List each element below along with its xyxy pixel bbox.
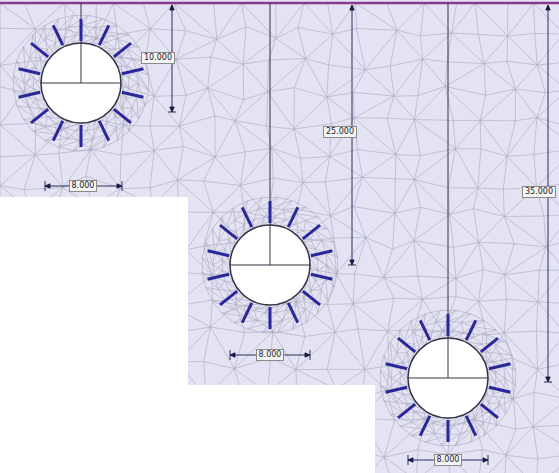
- depth-line: [81, 3, 82, 43]
- rock-bolt: [481, 404, 498, 418]
- rock-bolt: [53, 25, 63, 45]
- dimension-label: 10.000: [141, 52, 175, 64]
- rock-bolt: [208, 251, 230, 256]
- rock-bolt: [311, 274, 333, 279]
- tunnel-lining: [230, 225, 310, 305]
- rock-bolt: [420, 416, 430, 436]
- tunnel-lining: [408, 338, 488, 418]
- rock-bolt: [220, 225, 237, 239]
- dimension-label: 35.000: [522, 186, 556, 198]
- rock-bolt: [269, 201, 272, 223]
- dimension-label: 8.000: [256, 349, 285, 361]
- rock-bolt: [398, 338, 415, 352]
- rock-bolt: [80, 125, 83, 147]
- depth-line: [448, 3, 449, 338]
- dimensions: [45, 5, 552, 465]
- tunnel-axis: [270, 225, 271, 265]
- dimension-arrowhead: [230, 353, 235, 357]
- rock-bolt: [466, 416, 476, 436]
- rock-bolt: [242, 207, 252, 227]
- rock-bolt: [19, 69, 40, 74]
- rock-bolt: [311, 251, 333, 256]
- dimension-arrowhead: [170, 5, 174, 10]
- fine-mesh: [13, 15, 515, 445]
- rock-bolt: [386, 364, 408, 369]
- rock-bolt: [220, 291, 237, 305]
- rock-bolt: [53, 121, 63, 141]
- rock-bolt: [31, 43, 48, 57]
- rock-bolt: [208, 274, 230, 279]
- rock-bolt: [288, 303, 298, 323]
- dimension-label: 8.000: [434, 454, 463, 466]
- tunnel-axis: [448, 338, 449, 378]
- dimension-label: 25.000: [323, 126, 357, 138]
- rock-bolt: [489, 387, 511, 392]
- dimension-arrowhead: [546, 5, 550, 10]
- mesh: [0, 3, 559, 473]
- depth-line: [270, 3, 271, 225]
- rock-bolt: [31, 109, 48, 123]
- mesh-lines: [0, 3, 559, 473]
- dimension-arrowhead: [546, 377, 550, 382]
- rock-bolt: [242, 303, 252, 323]
- dimension-arrowhead: [305, 353, 310, 357]
- dimension-arrowhead: [483, 458, 488, 462]
- rock-bolt: [99, 25, 109, 45]
- rock-bolt: [420, 320, 430, 340]
- rock-bolt: [99, 121, 109, 141]
- rock-bolt: [447, 314, 450, 336]
- rock-bolt: [114, 43, 131, 57]
- dimension-label: 8.000: [69, 180, 98, 192]
- rock-bolt: [269, 307, 272, 329]
- dimension-arrowhead: [408, 458, 413, 462]
- rock-bolt: [447, 420, 450, 442]
- tunnel-axis: [81, 43, 82, 83]
- ground-surface: [0, 2, 559, 5]
- rock-bolt: [122, 69, 143, 74]
- rock-bolt: [288, 207, 298, 227]
- dimension-arrowhead: [350, 5, 354, 10]
- dimension-arrowhead: [117, 184, 122, 188]
- rock-bolt: [114, 109, 131, 123]
- rock-bolt: [481, 338, 498, 352]
- rock-bolt: [19, 92, 40, 97]
- tunnel-lining: [41, 43, 121, 123]
- dimension-arrowhead: [350, 260, 354, 265]
- rock-bolt: [489, 364, 511, 369]
- rock-bolt: [303, 291, 320, 305]
- rock-bolt: [80, 19, 83, 41]
- rock-bolt: [386, 387, 408, 392]
- dimension-arrowhead: [45, 184, 50, 188]
- tunnels: [19, 3, 511, 442]
- rock-bolt: [466, 320, 476, 340]
- dimension-arrowhead: [170, 107, 174, 112]
- rock-bolt: [303, 225, 320, 239]
- rock-bolt: [122, 92, 143, 97]
- rock-bolt: [398, 404, 415, 418]
